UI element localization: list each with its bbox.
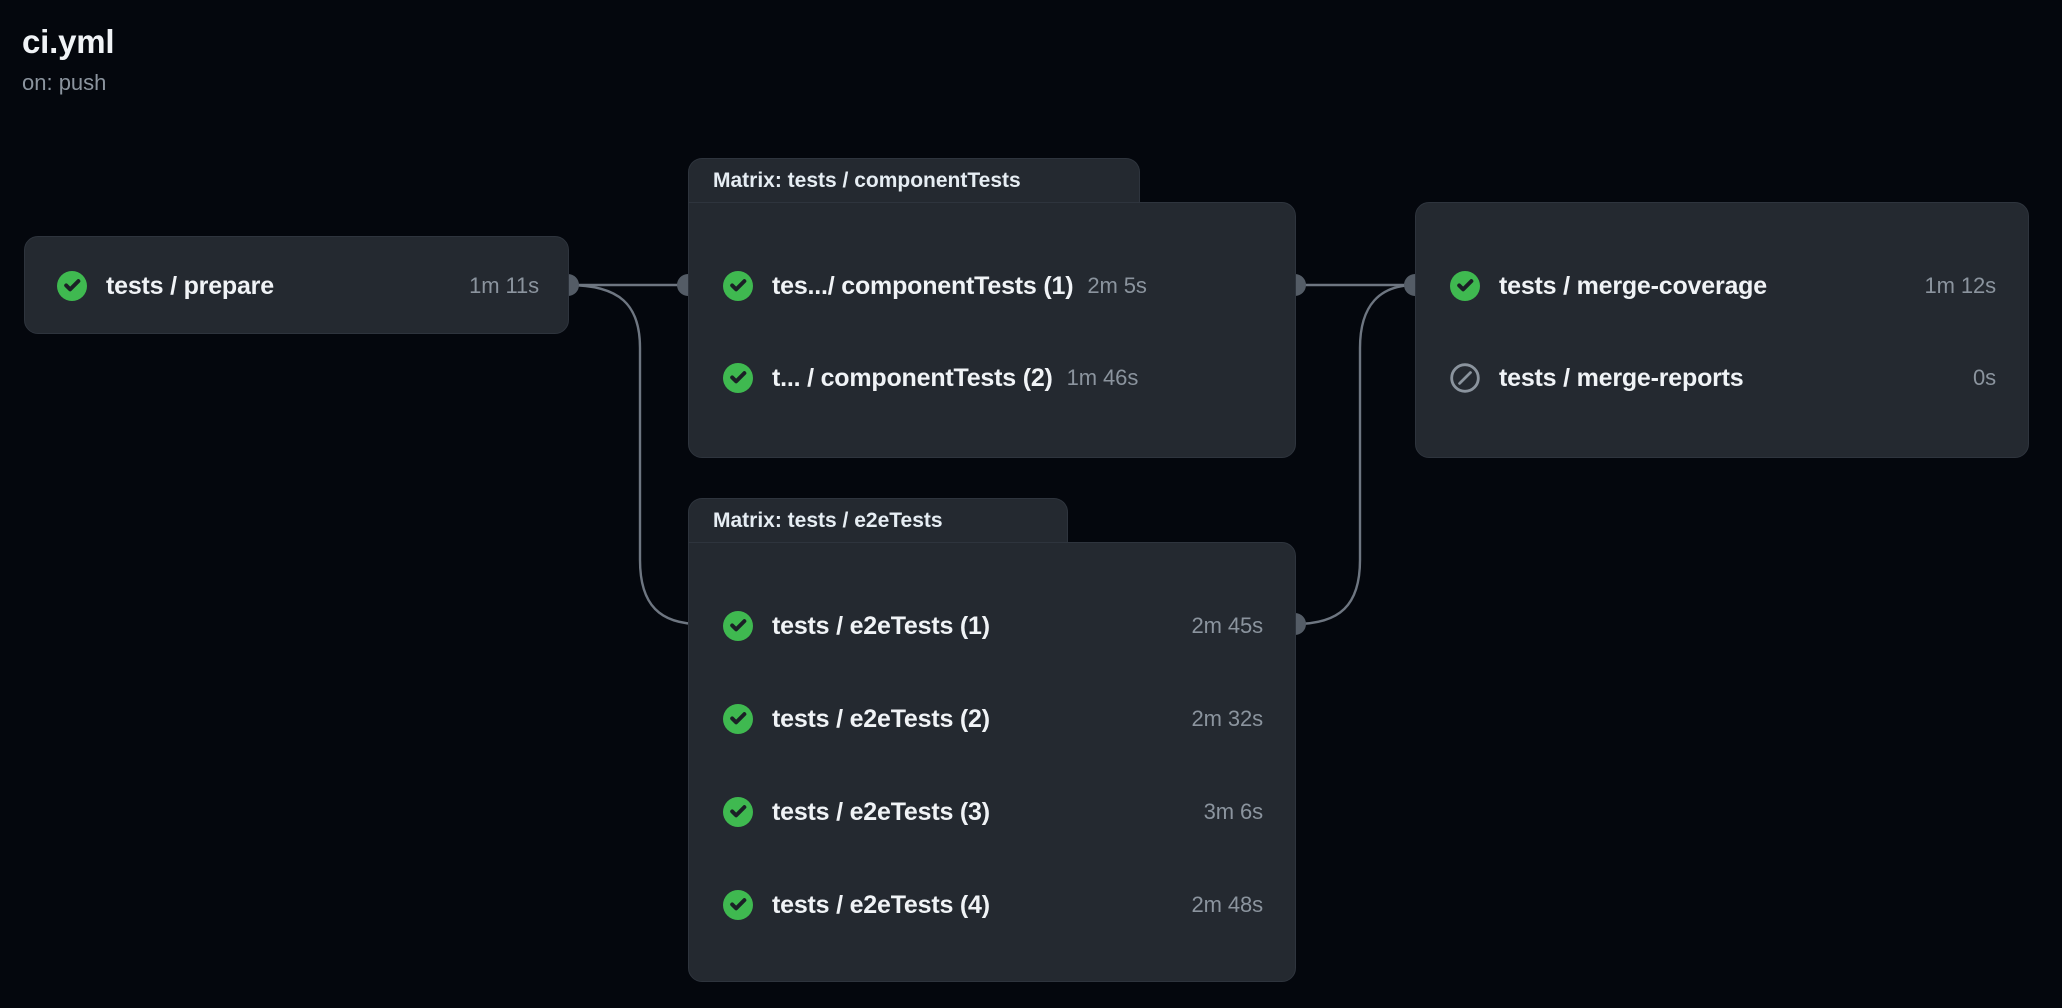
check-circle-icon [723, 363, 753, 393]
matrix-group-label: Matrix: tests / componentTests [713, 168, 1021, 192]
job-label: tests / e2eTests (2) [772, 704, 990, 733]
job-duration: 1m 11s [469, 273, 539, 298]
job-label: tests / e2eTests (3) [772, 797, 990, 826]
check-circle-icon [1450, 271, 1480, 301]
matrix-group-component-tests: Matrix: tests / componentTests tes.../ c… [688, 158, 1296, 458]
matrix-group-e2e-tests: Matrix: tests / e2eTests tests / e2eTest… [688, 498, 1296, 982]
job-duration: 2m 32s [1191, 706, 1263, 731]
job-label: tests / e2eTests (1) [772, 611, 990, 640]
job-node-prepare[interactable]: tests / prepare 1m 11s [24, 236, 569, 334]
workflow-title: ci.yml [22, 23, 115, 60]
workflow-header: ci.yml on: push [22, 22, 115, 98]
job-duration: 2m 48s [1191, 892, 1263, 917]
matrix-group-header[interactable]: Matrix: tests / componentTests [688, 158, 1140, 202]
job-label: tests / prepare [106, 271, 274, 300]
matrix-group-body: tests / e2eTests (1) 2m 45s tests / e2eT… [688, 542, 1296, 982]
job-duration: 1m 12s [1924, 273, 1996, 298]
matrix-group-header[interactable]: Matrix: tests / e2eTests [688, 498, 1068, 542]
job-row[interactable]: tests / e2eTests (3) 3m 6s [723, 789, 1263, 835]
job-duration: 2m 5s [1087, 273, 1147, 298]
check-circle-icon [57, 271, 87, 301]
matrix-group-body: tes.../ componentTests (1) 2m 5s t... / … [688, 202, 1296, 458]
edge-prepare-to-e2e [566, 283, 702, 626]
job-duration: 0s [1972, 365, 1996, 390]
check-circle-icon [723, 797, 753, 827]
job-label: tests / merge-reports [1499, 363, 1744, 392]
job-row[interactable]: tes.../ componentTests (1) 2m 5s [723, 263, 1263, 309]
matrix-group-label: Matrix: tests / e2eTests [713, 508, 943, 532]
job-row[interactable]: tests / merge-coverage 1m 12s [1450, 263, 1996, 309]
skipped-circle-icon [1450, 363, 1480, 393]
check-circle-icon [723, 890, 753, 920]
check-circle-icon [723, 704, 753, 734]
job-label: tes.../ componentTests (1) [772, 271, 1074, 300]
job-row[interactable]: tests / e2eTests (4) 2m 48s [723, 882, 1263, 928]
check-circle-icon [723, 271, 753, 301]
job-label: tests / merge-coverage [1499, 271, 1767, 300]
workflow-trigger: on: push [22, 70, 107, 95]
job-duration: 2m 45s [1191, 613, 1263, 638]
job-row[interactable]: tests / merge-reports 0s [1450, 355, 1996, 401]
job-row[interactable]: tests / prepare 1m 11s [57, 263, 539, 309]
job-row[interactable]: tests / e2eTests (1) 2m 45s [723, 603, 1263, 649]
job-duration: 3m 6s [1203, 799, 1264, 824]
job-duration: 1m 46s [1066, 365, 1139, 390]
job-row[interactable]: tests / e2eTests (2) 2m 32s [723, 696, 1263, 742]
job-row[interactable]: t... / componentTests (2) 1m 46s [723, 355, 1263, 401]
job-label: tests / e2eTests (4) [772, 890, 990, 919]
check-circle-icon [723, 611, 753, 641]
job-label: t... / componentTests (2) [772, 363, 1053, 392]
edge-e2e-to-merge [1293, 283, 1417, 626]
job-group-merge: tests / merge-coverage 1m 12s tests / me… [1415, 202, 2029, 458]
